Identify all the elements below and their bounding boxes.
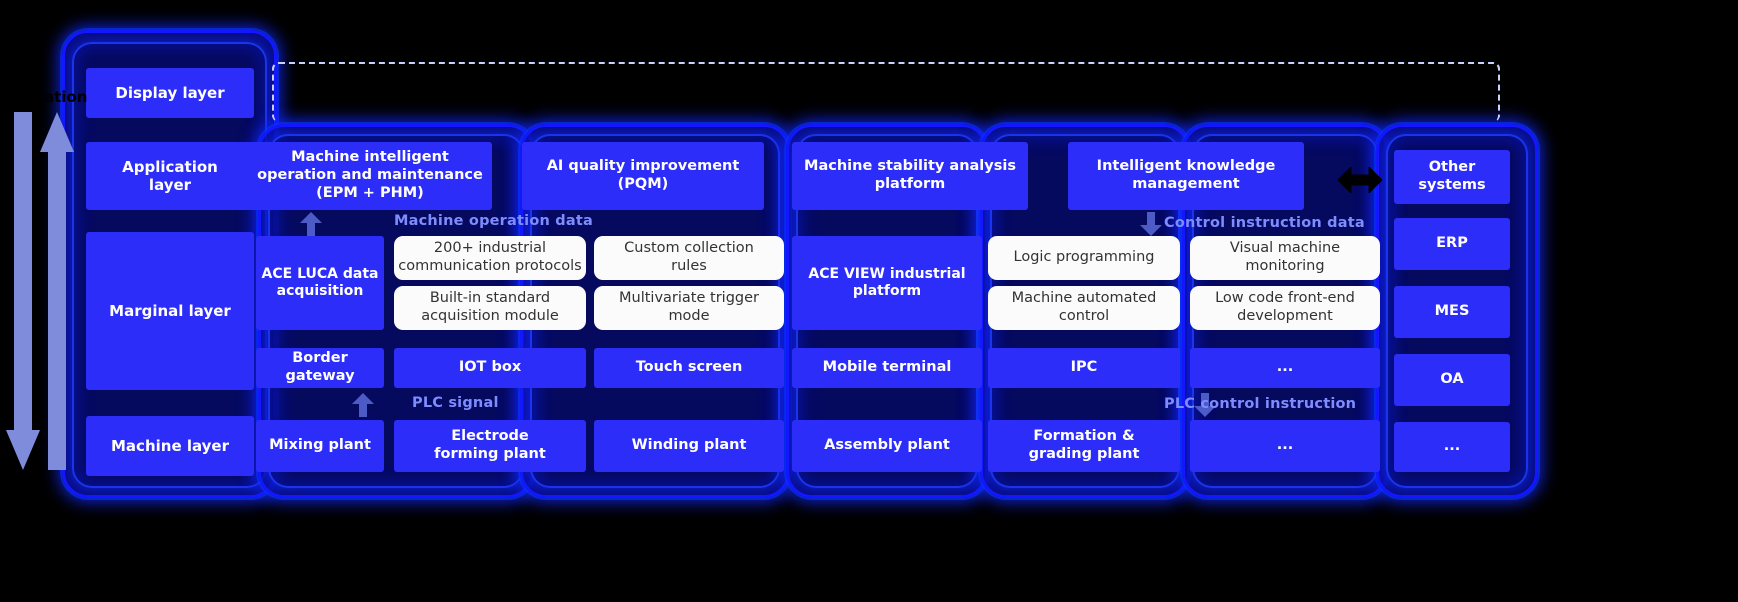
- device-6-label: ...: [1276, 359, 1294, 376]
- flow-label-plc-signal: PLC signal: [412, 395, 499, 411]
- device-box-ipc[interactable]: IPC: [988, 348, 1180, 388]
- flow-label-plc-control-instruction: PLC control instruction: [1164, 396, 1357, 412]
- machine-box-winding-plant[interactable]: Winding plant: [594, 420, 784, 472]
- app-box-ai-quality-improvement[interactable]: AI quality improvement(PQM): [522, 142, 764, 210]
- up-flow-arrow: [40, 112, 74, 470]
- machine-operation-data-up-arrow: [300, 212, 322, 236]
- right-box-more[interactable]: ...: [1394, 422, 1510, 472]
- right-5-label: ...: [1443, 438, 1461, 455]
- machine-5-label: Formation &grading plant: [1028, 428, 1140, 462]
- right-2-label: ERP: [1436, 235, 1468, 252]
- layer-name-display[interactable]: Display layer: [86, 68, 254, 118]
- plc-signal-up-arrow: [352, 393, 374, 417]
- device-box-iot-box[interactable]: IOT box: [394, 348, 586, 388]
- flow-label-machine-operation-data: Machine operation data: [394, 213, 593, 229]
- machine-box-more[interactable]: ...: [1190, 420, 1380, 472]
- layer-name-display-label: Display layer: [115, 83, 225, 102]
- marginal-feature-logic-programming[interactable]: Logic programming: [988, 236, 1180, 280]
- flow-label-control-instruction-data: Control instruction data: [1164, 215, 1365, 231]
- device-box-touch-screen[interactable]: Touch screen: [594, 348, 784, 388]
- device-box-border-gateway[interactable]: Border gateway: [256, 348, 384, 388]
- cut-off-left-label: ation: [44, 88, 88, 106]
- feature-5-label: Logic programming: [1013, 249, 1155, 266]
- right-box-mes[interactable]: MES: [1394, 286, 1510, 338]
- machine-4-label: Assembly plant: [824, 437, 950, 454]
- right-box-erp[interactable]: ERP: [1394, 218, 1510, 270]
- layer-name-machine-label: Machine layer: [111, 436, 229, 455]
- machine-box-formation-grading-plant[interactable]: Formation &grading plant: [988, 420, 1180, 472]
- machine-6-label: ...: [1276, 437, 1294, 454]
- bidirectional-connector-arrow: [1338, 167, 1382, 193]
- app-box-2-label: AI quality improvement(PQM): [546, 158, 740, 192]
- down-flow-arrow: [6, 112, 40, 470]
- layer-name-marginal[interactable]: Marginal layer: [86, 232, 254, 390]
- right-box-oa[interactable]: OA: [1394, 354, 1510, 406]
- machine-box-mixing-plant[interactable]: Mixing plant: [256, 420, 384, 472]
- machine-1-label: Mixing plant: [269, 437, 371, 454]
- control-instruction-data-down-arrow: [1140, 212, 1162, 236]
- device-1-label: Border gateway: [285, 350, 355, 384]
- device-4-label: Mobile terminal: [822, 359, 952, 376]
- right-4-label: OA: [1440, 371, 1464, 388]
- device-box-more[interactable]: ...: [1190, 348, 1380, 388]
- machine-3-label: Winding plant: [631, 437, 747, 454]
- layer-name-machine[interactable]: Machine layer: [86, 416, 254, 476]
- device-box-mobile-terminal[interactable]: Mobile terminal: [792, 348, 982, 388]
- machine-box-assembly-plant[interactable]: Assembly plant: [792, 420, 982, 472]
- layer-name-marginal-label: Marginal layer: [109, 301, 231, 320]
- device-5-label: IPC: [1070, 359, 1098, 376]
- display-layer-dashed-connector: [272, 62, 1500, 122]
- device-3-label: Touch screen: [635, 359, 743, 376]
- right-3-label: MES: [1434, 303, 1470, 320]
- device-2-label: IOT box: [458, 359, 522, 376]
